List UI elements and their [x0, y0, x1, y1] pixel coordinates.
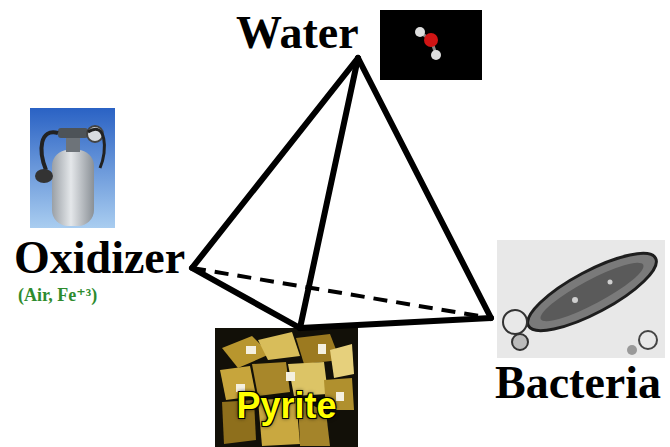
- vertex-label: Pyrite: [215, 384, 358, 428]
- pyrite-image: [215, 328, 358, 447]
- vertex-label: Water: [236, 8, 361, 58]
- water-vertex: Water: [232, 8, 365, 58]
- oxidizer-examples: (Air, Fe⁺³): [14, 283, 188, 307]
- air-tank-image: [30, 108, 115, 228]
- oxidizer-vertex: Oxidizer(Air, Fe⁺³): [10, 105, 192, 307]
- water-molecule-image: [380, 10, 482, 80]
- vertex-label: Oxidizer: [14, 233, 188, 283]
- vertex-label: Bacteria: [495, 358, 664, 408]
- bacteria-vertex: Bacteria: [491, 238, 668, 408]
- tetrahedron-edge: [300, 318, 491, 328]
- pyrite-vertex: Pyrite: [215, 328, 358, 447]
- tetrahedron-edge: [358, 58, 491, 318]
- hidden-edge: [192, 268, 491, 318]
- bacteria-micrograph: [497, 240, 665, 358]
